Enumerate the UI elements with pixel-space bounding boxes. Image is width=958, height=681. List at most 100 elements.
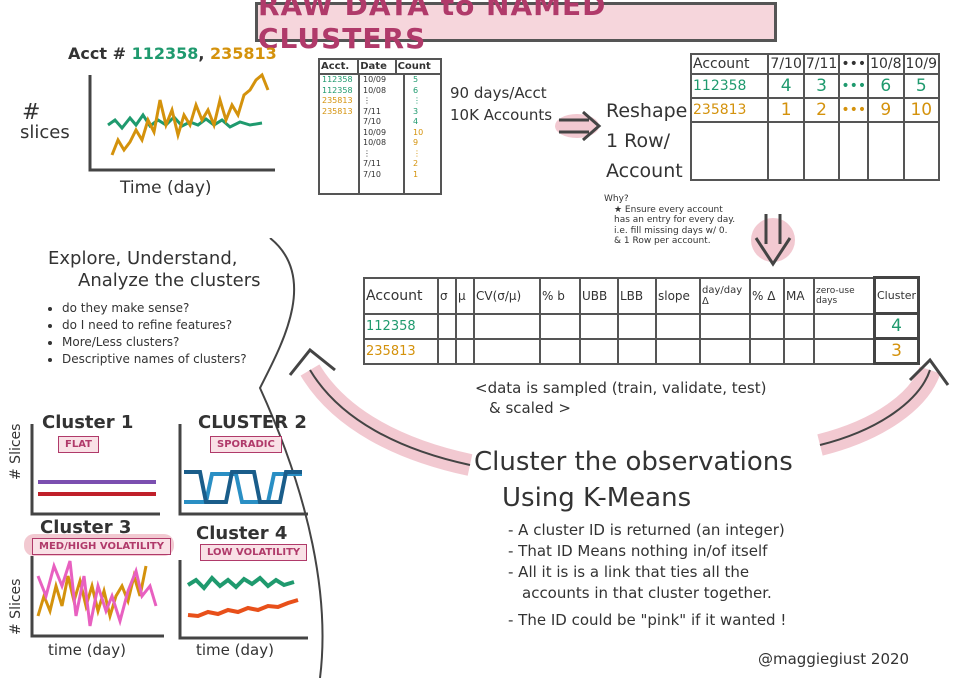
raw-date: 10/09: [363, 75, 387, 84]
wide-header-col: •••: [838, 53, 870, 75]
raw-row: 112358: [322, 85, 353, 95]
feature-header: day/day Δ: [699, 276, 751, 315]
wide-cell: 3: [802, 73, 841, 99]
wide-header-col: 7/11: [802, 53, 841, 75]
feature-header: LBB: [617, 276, 657, 315]
reshape-line1: Reshape: [606, 100, 688, 122]
raw-count: 4: [413, 117, 419, 126]
left-chart-axes: [88, 75, 275, 172]
cluster-4-chart: [178, 560, 308, 640]
raw-row: 235813: [322, 96, 353, 105]
sample-note-line2: & scaled >: [489, 399, 571, 417]
reshape-note: Reshape 1 Row/ Account: [606, 96, 687, 186]
kmeans-line1: Cluster the observations: [474, 447, 793, 477]
explore-bullets: do they make sense? do I need to refine …: [50, 300, 247, 368]
raw-date: 7/10: [363, 117, 381, 126]
cluster-3-tag: MED/HIGH VOLATILITY: [32, 538, 171, 555]
wide-header-col: 10/8: [867, 53, 905, 75]
raw-date: 7/11: [363, 106, 381, 116]
raw-date: ⋮: [363, 96, 371, 105]
cluster-ylabel-bottom: # Slices: [8, 578, 24, 635]
raw-count: 2: [413, 159, 419, 168]
wide-header-account: Account: [689, 53, 770, 75]
feature-header: μ: [455, 276, 475, 315]
feature-header: slope: [655, 276, 701, 315]
left-line-chart: [88, 72, 275, 172]
cluster-1-tag: FLAT: [58, 436, 99, 453]
raw-header-date: Date: [357, 58, 397, 75]
wide-cell-account: 235813: [689, 97, 770, 123]
explore-bullet: Descriptive names of clusters?: [62, 351, 247, 368]
raw-count: 10: [413, 127, 424, 137]
feature-header: σ: [437, 276, 457, 315]
raw-count: 9: [413, 138, 419, 147]
sample-note: <data is sampled (train, validate, test)…: [475, 378, 766, 418]
raw-count: 6: [413, 85, 419, 95]
wide-cell: 9: [867, 97, 905, 123]
bracket-curve: [258, 238, 324, 678]
raw-col-count: 5 6 ⋮ 3 4 10 9 ⋮ 2 1: [405, 75, 440, 193]
explore-bullet: More/Less clusters?: [62, 334, 247, 351]
wide-cell: 10: [902, 97, 941, 123]
cluster-2-chart: [178, 424, 308, 516]
raw-data-table: Acct. Date Count 112358 112358 235813 23…: [317, 58, 443, 195]
cluster-1-chart: [30, 424, 160, 516]
series-112358: [107, 112, 263, 131]
raw-date: 7/11: [363, 159, 381, 168]
raw-date: 10/08: [363, 85, 387, 95]
wide-cell: 5: [902, 73, 941, 99]
feature-header: UBB: [579, 276, 619, 315]
wide-cell: 4: [767, 73, 805, 99]
raw-col-date: 10/09 10/08 ⋮ 7/11 7/10 10/09 10/08 ⋮ 7/…: [360, 75, 405, 193]
cluster-2-tag: SPORADIC: [210, 436, 282, 453]
cluster-xlabel-right: time (day): [196, 641, 274, 659]
why-line: ★ Ensure every account: [614, 204, 723, 215]
wide-cell: 2: [802, 97, 841, 123]
wide-cell-account: 112358: [689, 73, 770, 99]
raw-count: 3: [413, 106, 419, 116]
sample-note-line1: <data is sampled (train, validate, test): [475, 379, 767, 397]
feature-header: % Δ: [749, 276, 785, 315]
kmeans-note: accounts in that cluster together.: [522, 584, 772, 602]
kmeans-notes: - A cluster ID is returned (an integer) …: [508, 520, 786, 631]
kmeans-title: Cluster the observations Using K-Means: [474, 444, 793, 516]
reshape-line3: Account: [606, 160, 683, 182]
kmeans-note: - That ID Means nothing in/of itself: [508, 542, 768, 560]
wide-cell: 1: [767, 97, 805, 123]
feature-header: zero-use days: [813, 276, 876, 315]
reshape-line2: 1 Row/: [606, 130, 671, 152]
raw-date: ⋮: [363, 148, 371, 158]
accounts-sep: ,: [198, 44, 205, 63]
feature-header-account: Account: [363, 276, 439, 315]
raw-count: 5: [413, 75, 419, 84]
feature-table-row: 235813 3: [363, 337, 921, 365]
cluster-3-chart: [30, 556, 164, 638]
feature-header: % b: [539, 276, 581, 315]
feature-cell-account: 112358: [363, 312, 439, 340]
account-1: 112358: [131, 44, 199, 63]
cluster-1-title: Cluster 1: [42, 412, 134, 433]
cluster-4-tag: LOW VOLATILITY: [200, 544, 308, 561]
signature: @maggiegiust 2020: [758, 650, 910, 668]
explore-bullet: do I need to refine features?: [62, 317, 247, 334]
why-line: has an entry for every day.: [614, 215, 736, 225]
wide-cell: 6: [867, 73, 905, 99]
cluster-2-title: CLUSTER 2: [198, 412, 307, 433]
raw-table-header: Acct. Date Count: [317, 58, 443, 75]
feature-cell-account: 235813: [363, 337, 439, 365]
raw-date: 7/10: [363, 169, 381, 179]
wide-table-header: Account 7/10 7/11 ••• 10/8 10/9: [689, 53, 941, 75]
page-title: RAW DATA to NAMED CLUSTERS: [258, 0, 607, 55]
kmeans-note: - The ID could be "pink" if it wanted !: [508, 611, 787, 629]
raw-count: ⋮: [413, 96, 421, 105]
raw-count: 1: [413, 169, 419, 179]
wide-table: Account 7/10 7/11 ••• 10/8 10/9 112358 4…: [689, 53, 941, 193]
explore-title-line2: Analyze the clusters: [78, 270, 261, 291]
wide-cell: •••: [838, 73, 870, 99]
wide-cell: •••: [838, 97, 870, 123]
feature-table: Account σ μ CV(σ/μ) % b UBB LBB slope da…: [363, 276, 921, 365]
raw-header-count: Count: [394, 58, 443, 75]
title-banner: RAW DATA to NAMED CLUSTERS: [255, 0, 777, 55]
raw-header-acct: Acct.: [317, 58, 360, 75]
kmeans-note: - A cluster ID is returned (an integer): [508, 521, 785, 539]
